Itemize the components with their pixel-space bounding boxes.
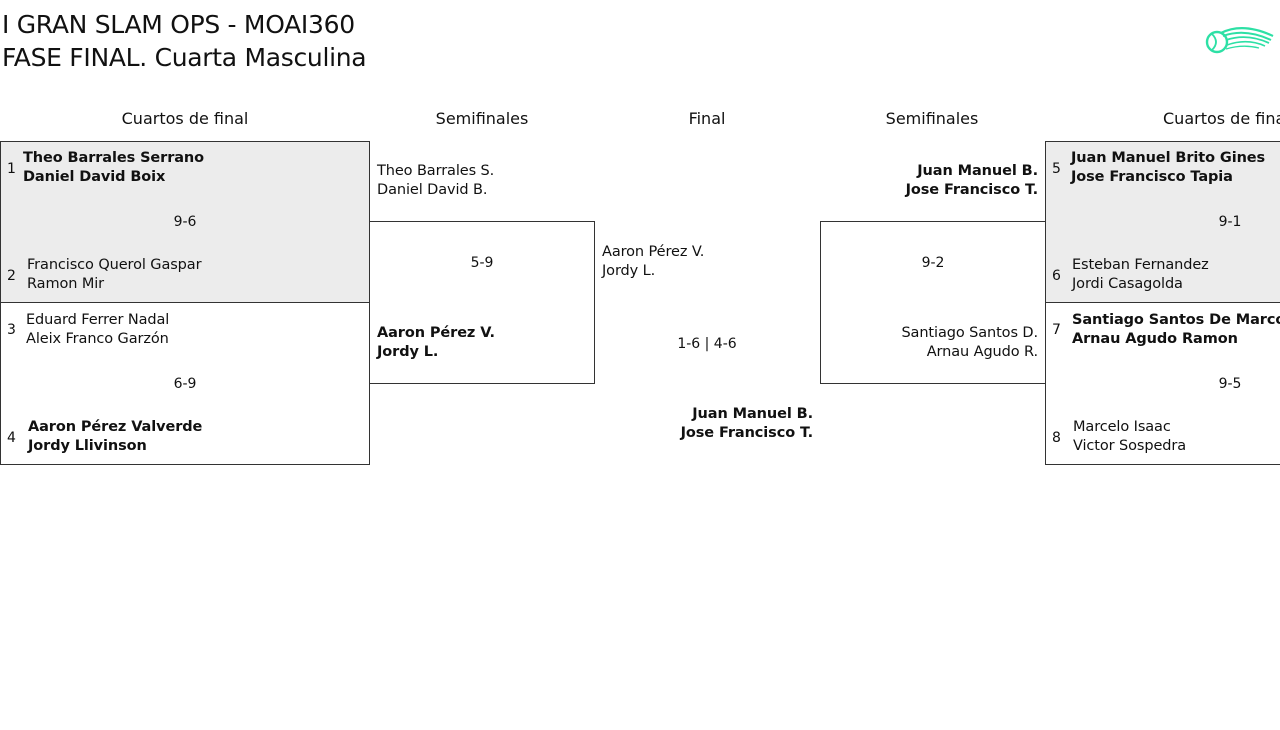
team-entry-winner: Juan Manuel B.Jose Francisco T.	[905, 163, 1039, 198]
match-score: 5-9	[470, 255, 494, 271]
seed-number: 8	[1052, 430, 1061, 446]
match-score: 9-5	[1218, 376, 1242, 392]
seed-number: 3	[7, 322, 16, 338]
seed-number: 5	[1052, 161, 1061, 177]
seed-number: 2	[7, 268, 16, 284]
final-score: 1-6 | 4-6	[677, 336, 737, 352]
match-card-qf3[interactable]	[1045, 141, 1280, 303]
match-card-sf1[interactable]	[369, 221, 595, 384]
team-entry: Theo Barrales S.Daniel David B.	[377, 163, 495, 198]
round-header-left-quarterfinals: Cuartos de final	[121, 109, 249, 128]
team-entry: Santiago Santos D.Arnau Agudo R.	[901, 325, 1038, 360]
team-entry-champion: Juan Manuel B.Jose Francisco T.	[680, 406, 814, 441]
seed-number: 6	[1052, 268, 1061, 284]
team-entry-winner: Aaron Pérez V.Jordy L.	[377, 325, 495, 360]
match-score: 9-2	[921, 255, 945, 271]
round-header-left-semifinals: Semifinales	[435, 109, 529, 128]
round-header-right-quarterfinals: Cuartos de final	[1163, 109, 1280, 128]
seed-number: 4	[7, 430, 16, 446]
seed-number: 7	[1052, 322, 1061, 338]
seed-number: 1	[7, 161, 16, 177]
match-score: 6-9	[173, 376, 197, 392]
match-score: 9-6	[173, 214, 197, 230]
match-card-qf4[interactable]	[1045, 302, 1280, 465]
match-score: 9-1	[1218, 214, 1242, 230]
tournament-subtitle: FASE FINAL. Cuarta Masculina	[2, 43, 367, 72]
team-entry: Aaron Pérez V.Jordy L.	[602, 244, 705, 279]
round-header-final: Final	[688, 109, 726, 128]
tournament-title: I GRAN SLAM OPS - MOAI360	[2, 10, 355, 39]
tennis-ball-logo-icon	[1205, 27, 1274, 54]
round-header-right-semifinals: Semifinales	[885, 109, 979, 128]
